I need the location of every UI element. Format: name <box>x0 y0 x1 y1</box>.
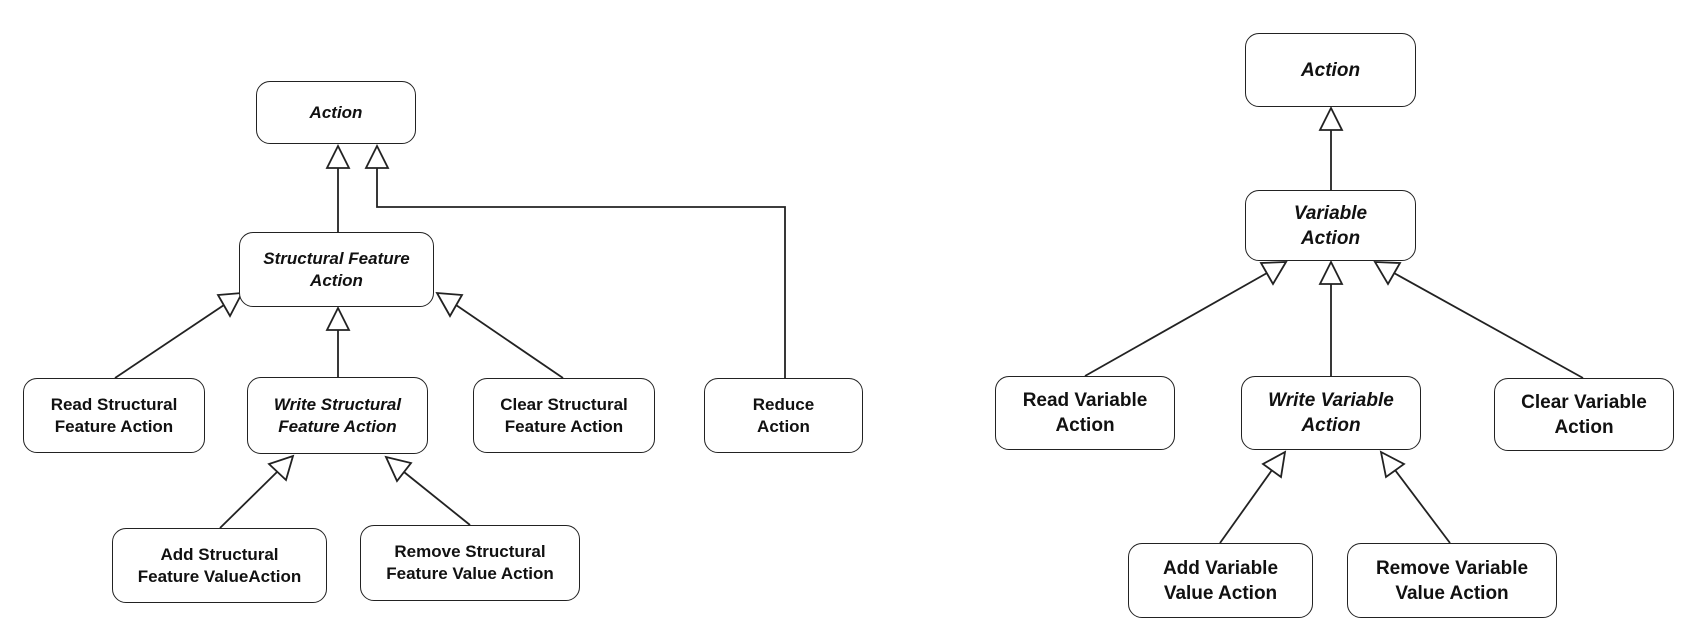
edge-clear-va-to-va <box>1393 272 1584 379</box>
add-variable-value-action-node: Add Variable Value Action <box>1128 543 1313 618</box>
action-node-left: Action <box>256 81 416 144</box>
arrowhead-add-vva-to-wva <box>1261 450 1287 479</box>
arrowhead-write-sfa-to-sfa <box>325 305 351 331</box>
edge-remove-sfva-to-wsfa <box>403 471 471 526</box>
edge-add-vva-to-wva <box>1219 469 1273 544</box>
arrowhead-va-to-action <box>1318 105 1344 131</box>
arrowhead-clear-va-to-va <box>1373 261 1402 286</box>
remove-structural-feature-value-action-node: Remove Structural Feature Value Action <box>360 525 580 601</box>
clear-structural-feature-action-node: Clear Structural Feature Action <box>473 378 655 453</box>
remove-variable-value-action-node: Remove Variable Value Action <box>1347 543 1557 618</box>
edge-remove-vva-to-wva <box>1394 469 1451 544</box>
read-structural-feature-action-node: Read Structural Feature Action <box>23 378 205 453</box>
write-variable-action-node: Write Variable Action <box>1241 376 1421 450</box>
structural-feature-action-node: Structural Feature Action <box>239 232 434 307</box>
arrowhead-sfa-to-action <box>325 143 351 169</box>
write-structural-feature-action-node: Write Structural Feature Action <box>247 377 428 454</box>
arrowhead-add-sfva-to-wsfa <box>267 454 295 482</box>
edge-reduce-to-action <box>376 168 786 378</box>
clear-variable-action-node: Clear Variable Action <box>1494 378 1674 451</box>
arrowhead-remove-vva-to-wva <box>1379 450 1406 479</box>
arrowhead-remove-sfva-to-wsfa <box>384 455 413 483</box>
edge-read-sfa-to-sfa <box>114 304 225 379</box>
arrowhead-write-va-to-va <box>1318 259 1344 285</box>
arrowhead-read-va-to-va <box>1259 261 1288 286</box>
arrowhead-clear-sfa-to-sfa <box>435 291 464 318</box>
edge-read-va-to-va <box>1084 272 1268 377</box>
variable-action-node: Variable Action <box>1245 190 1416 261</box>
edge-clear-sfa-to-sfa <box>455 304 564 379</box>
edge-add-sfva-to-wsfa <box>219 471 278 529</box>
arrowhead-read-sfa-to-sfa <box>216 291 244 318</box>
read-variable-action-node: Read Variable Action <box>995 376 1175 450</box>
add-structural-feature-value-action-node: Add Structural Feature ValueAction <box>112 528 327 603</box>
action-node-right: Action <box>1245 33 1416 107</box>
arrowhead-reduce-to-action <box>364 143 390 169</box>
reduce-action-node: Reduce Action <box>704 378 863 453</box>
